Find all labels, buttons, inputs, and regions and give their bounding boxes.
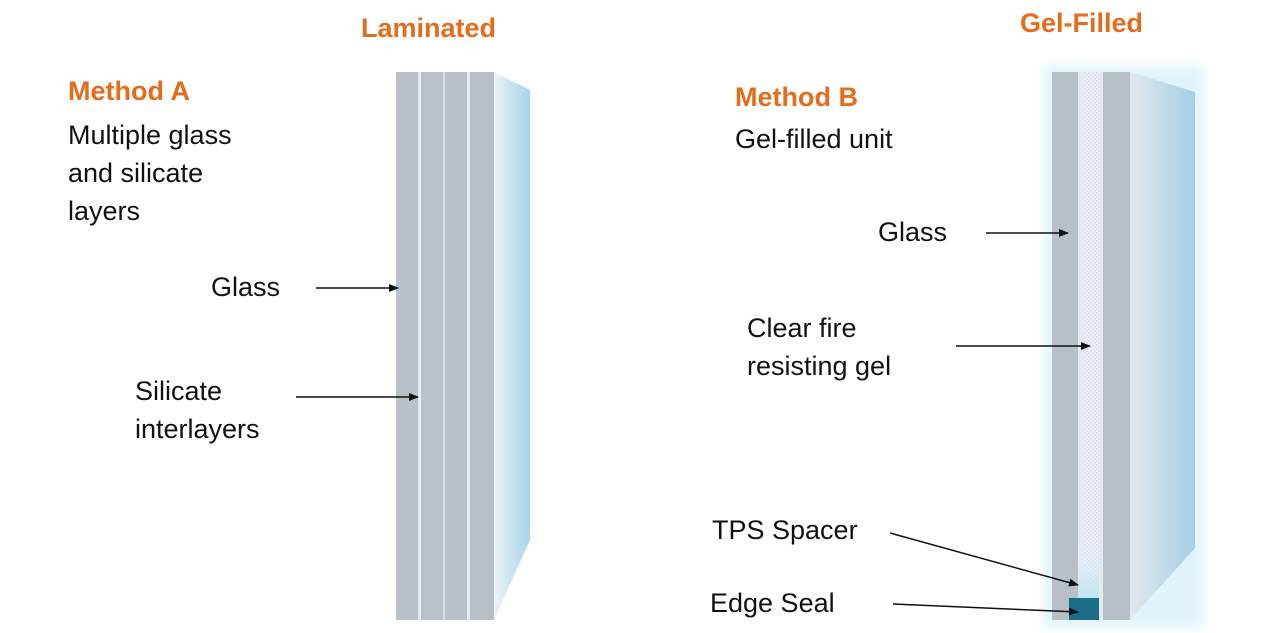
laminated-pane-3	[445, 72, 467, 620]
arrow-spacer-b	[889, 532, 1079, 587]
laminated-side-face	[494, 72, 530, 620]
gel-pane-back	[1103, 72, 1130, 620]
tps-spacer	[1078, 540, 1099, 598]
method-a-desc-line-2: and silicate	[68, 158, 204, 188]
method-a-desc-line-1: Multiple glass	[68, 120, 232, 150]
laminated-pane-2	[421, 72, 443, 620]
laminated-pane-4	[470, 72, 494, 620]
method-a-heading: Method A	[68, 76, 190, 106]
arrow-seal-b	[892, 603, 1079, 616]
label-gel-line-1: Clear fire	[747, 313, 857, 343]
label-glass-a: Glass	[211, 272, 281, 302]
gel-filled-title: Gel-Filled	[1020, 8, 1144, 38]
laminated-title: Laminated	[361, 13, 497, 43]
edge-seal	[1069, 598, 1099, 620]
silicate-interlayer-2	[443, 72, 445, 620]
gel-filled-glass-unit	[1044, 66, 1204, 628]
label-interlayer-line-1: Silicate	[135, 376, 223, 406]
fire-resisting-gel	[1083, 72, 1099, 592]
label-interlayer-line-2: interlayers	[135, 414, 260, 444]
label-edge-seal: Edge Seal	[710, 588, 835, 618]
method-b-desc-line-1: Gel-filled unit	[735, 124, 893, 154]
label-gel-b: Clear fire resisting gel	[747, 309, 891, 385]
label-glass-b: Glass	[878, 217, 948, 247]
silicate-interlayer-3	[467, 72, 470, 620]
method-a-description: Multiple glass and silicate layers	[68, 116, 232, 230]
method-b-heading: Method B	[735, 82, 858, 112]
laminated-glass-unit	[396, 72, 530, 620]
laminated-pane-1	[396, 72, 418, 620]
method-a-desc-line-3: layers	[68, 196, 141, 226]
label-interlayer-a: Silicate interlayers	[135, 372, 260, 448]
silicate-interlayer-1	[418, 72, 421, 620]
label-tps-spacer: TPS Spacer	[712, 515, 858, 545]
label-gel-line-2: resisting gel	[747, 351, 892, 381]
gel-side-face	[1130, 72, 1195, 620]
method-b-description: Gel-filled unit	[735, 120, 893, 158]
